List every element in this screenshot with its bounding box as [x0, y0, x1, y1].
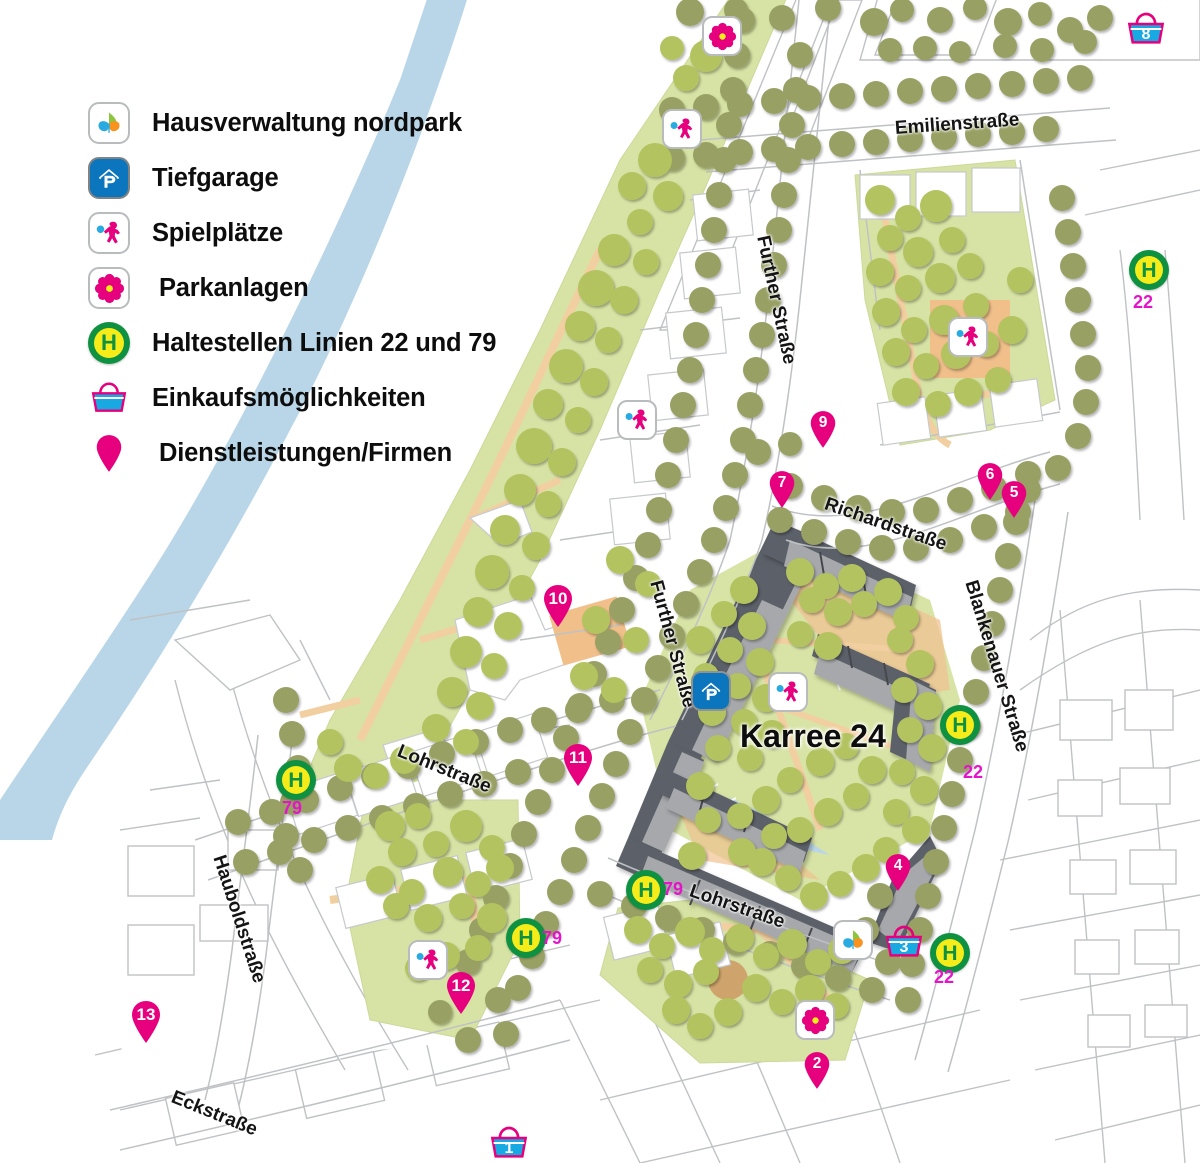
playground-icon[interactable]: [662, 109, 702, 149]
basket-number: 1: [504, 1140, 514, 1157]
bus-line-number: 79: [282, 798, 303, 818]
legend-item-service-pin: Dienstleistungen/Firmen: [86, 426, 556, 480]
playground-icon[interactable]: [948, 317, 988, 357]
shopping-basket-icon[interactable]: 1: [489, 1126, 529, 1160]
legend-item-label: Hausverwaltung nordpark: [152, 108, 462, 137]
pin-number: 13: [136, 1005, 156, 1024]
legend-item-label: Parkanlagen: [159, 273, 309, 302]
south-blocks: [94, 944, 1011, 1163]
pin-number: 4: [893, 857, 903, 874]
bus-stop-icon[interactable]: H: [930, 933, 970, 973]
pin-number: 6: [985, 466, 995, 483]
service-pin-icon[interactable]: 12: [445, 971, 477, 1015]
house-management-icon[interactable]: [833, 920, 873, 960]
playground-icon[interactable]: [617, 400, 657, 440]
tree-canopy-layer: [225, 0, 1113, 1053]
service-pin-icon[interactable]: 6: [976, 462, 1004, 501]
legend-item-parking-garage: Tiefgarage: [86, 151, 556, 205]
bus-stop-icon[interactable]: H: [1129, 250, 1169, 290]
bus-line-number: 22: [963, 762, 984, 782]
service-pin-icon[interactable]: 7: [768, 470, 796, 509]
playground-icon[interactable]: [768, 672, 808, 712]
parking-garage-icon: [86, 155, 132, 201]
shopping-basket-icon[interactable]: 8: [1126, 12, 1166, 46]
bus-stop-icon[interactable]: H: [276, 760, 316, 800]
pin-number: 7: [777, 474, 787, 491]
legend-item-label: Spielplätze: [152, 218, 284, 247]
pin-number: 12: [451, 976, 471, 995]
basket-number: 3: [899, 939, 909, 956]
bus-stop-icon: H: [86, 320, 132, 366]
parking-garage-icon[interactable]: [691, 671, 731, 711]
area-label-karree-24: Karree 24: [740, 718, 886, 754]
service-pin-icon[interactable]: 13: [130, 1000, 162, 1044]
shopping-basket-icon: [86, 375, 132, 421]
bus-stop-icon[interactable]: H: [626, 870, 666, 910]
pin-number: 2: [812, 1055, 822, 1072]
shopping-basket-icon[interactable]: 3: [884, 925, 924, 959]
playground-icon: [86, 210, 132, 256]
legend-item-label: Haltestellen Linien 22 und 79: [152, 328, 497, 357]
service-pin-icon[interactable]: 11: [562, 743, 594, 787]
bus-stop-icon[interactable]: H: [940, 705, 980, 745]
bus-stop-icon[interactable]: H: [506, 918, 546, 958]
bus-line-number: 22: [934, 967, 955, 987]
service-pin-icon[interactable]: 5: [1000, 480, 1028, 519]
pin-number: 11: [569, 748, 587, 767]
legend-item-bus-stop: H Haltestellen Linien 22 und 79: [86, 316, 556, 370]
legend-item-shopping-basket: Einkaufsmöglichkeiten: [86, 371, 556, 425]
service-pin-icon[interactable]: 10: [542, 584, 574, 628]
service-pin-icon: [86, 430, 132, 476]
playground-icon[interactable]: [408, 940, 448, 980]
service-pin-icon[interactable]: 4: [884, 853, 912, 892]
legend-item-playground: Spielplätze: [86, 206, 556, 260]
park-flower-icon[interactable]: [702, 16, 742, 56]
park-flower-icon: [86, 265, 132, 311]
bus-line-number: 22: [1133, 292, 1154, 312]
legend-item-house-management: Hausverwaltung nordpark: [86, 96, 556, 150]
legend-item-label: Einkaufsmöglichkeiten: [152, 383, 426, 412]
pin-number: 5: [1009, 484, 1019, 501]
legend-item-label: Tiefgarage: [152, 163, 279, 192]
bus-line-number: 79: [542, 928, 563, 948]
house-management-icon: [86, 100, 132, 146]
bus-line-number: 79: [663, 879, 684, 899]
pin-number: 10: [548, 589, 568, 608]
legend-item-label: Dienstleistungen/Firmen: [159, 438, 452, 467]
service-pin-icon[interactable]: 2: [803, 1051, 831, 1090]
river-water: [0, 0, 467, 840]
basket-number: 8: [1141, 26, 1151, 43]
legend-item-park-flower: Parkanlagen: [86, 261, 556, 315]
pin-number: 9: [818, 414, 828, 431]
park-flower-icon[interactable]: [795, 1000, 835, 1040]
service-pin-icon[interactable]: 9: [809, 410, 837, 449]
